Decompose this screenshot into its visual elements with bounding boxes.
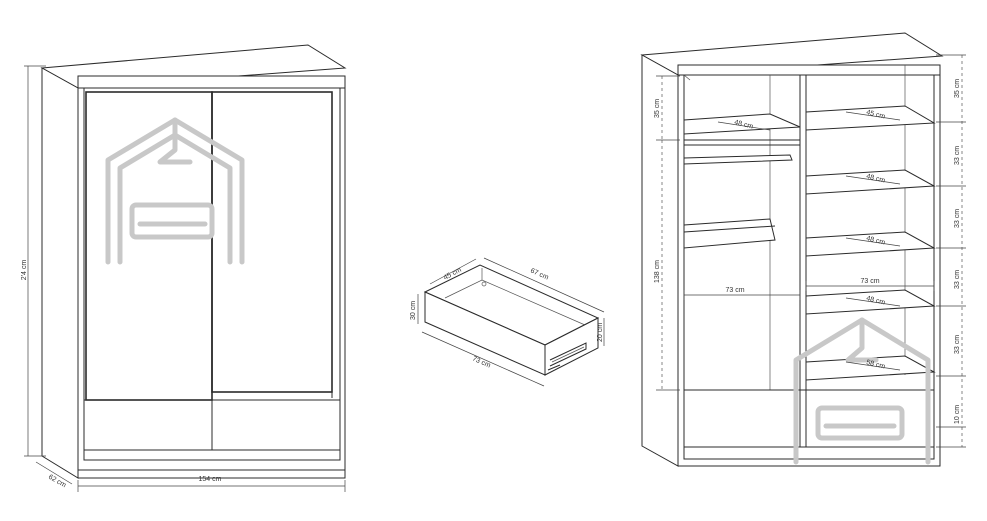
width-dimension: 154 cm [77, 476, 346, 492]
open-left-dimensions: 35 cm 138 cm [654, 75, 680, 391]
width-label: 154 cm [199, 476, 222, 483]
plinth-height-label: 10 cm [954, 405, 961, 424]
wardrobe-closed: 2'4 cm 62 cm 154 cm [21, 44, 347, 492]
open-right-dimensions: 35 cm 33 cm 33 cm 33 cm 33 cm 10 cm [936, 54, 966, 448]
shelf-depth-5: 48 cm [866, 295, 886, 306]
wardrobe-open: 35 cm 138 cm 35 cm 33 cm 33 cm 33 cm 33 … [640, 32, 966, 467]
height-dimension: 2'4 cm [21, 65, 46, 457]
shelf-depth-6: 58 cm [866, 359, 886, 370]
drawer-diagram: 45 cm 67 cm 30 cm 20 cm 73 cm [410, 257, 605, 387]
height-label: 2'4 cm [21, 260, 28, 281]
shelf-gap-1-label: 33 cm [954, 146, 961, 165]
left-internal-drawer [683, 218, 776, 249]
drawer-inner-height-label: 20 cm [597, 323, 604, 342]
top-left-height-label: 35 cm [654, 99, 661, 118]
total-height-label: 138 cm [654, 260, 661, 283]
drawer-width-label: 73 cm [471, 355, 491, 369]
right-shelf-4 [805, 289, 936, 315]
watermark-logo-right [793, 317, 931, 465]
right-shelf-2 [805, 169, 936, 195]
drawer-side [544, 317, 599, 376]
drawer-height-label: 30 cm [410, 301, 417, 320]
shelf-gap-3-label: 33 cm [954, 270, 961, 289]
hanging-rail [683, 154, 793, 165]
top-right-height-label: 35 cm [954, 79, 961, 98]
wardrobe-side [41, 67, 79, 479]
watermark-logo [105, 117, 245, 265]
depth-label: 62 cm [47, 474, 67, 490]
right-width-label: 73 cm [860, 278, 879, 285]
shelf-gap-4-label: 33 cm [954, 335, 961, 354]
right-shelf-1 [805, 105, 936, 131]
center-divider [799, 74, 807, 448]
right-shelf-3 [805, 231, 936, 257]
shelf-depth-2: 45 cm [866, 109, 886, 120]
shelf-depth-3: 48 cm [866, 173, 886, 184]
left-top-shelf [683, 113, 801, 135]
left-width-label: 73 cm [725, 287, 744, 294]
shelf-depth-labels: 48 cm 45 cm 48 cm 48 cm 48 cm 58 cm [717, 109, 901, 371]
shelf-depth-4: 48 cm [866, 235, 886, 246]
open-width-dimensions: 73 cm 73 cm [683, 278, 935, 300]
shelf-gap-2-label: 33 cm [954, 209, 961, 228]
shelf-depth-1: 48 cm [734, 119, 754, 130]
